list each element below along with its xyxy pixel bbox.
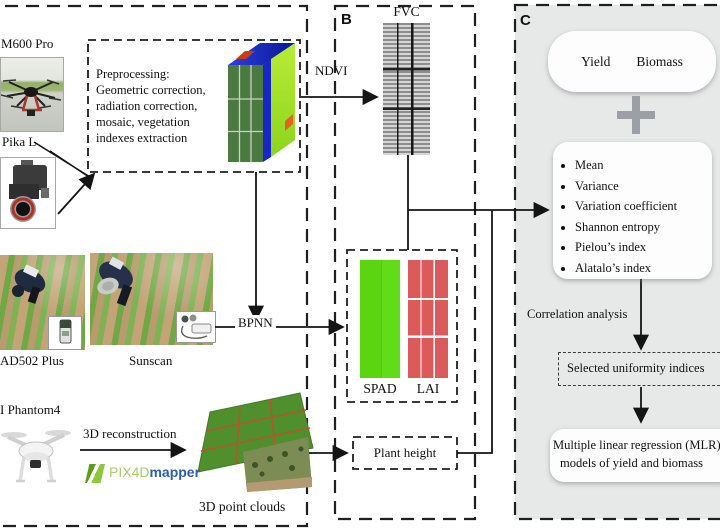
spad-map-image <box>360 260 400 378</box>
preprocessing-line: indexes extraction <box>96 131 188 145</box>
m600-drone-icon <box>1 79 62 116</box>
fvc-label: FVC <box>393 4 420 19</box>
preprocessing-line: Preprocessing: <box>96 67 170 81</box>
yield-biomass-box: Yield Biomass <box>548 31 716 92</box>
phantom-drone-icon <box>1 430 71 483</box>
correlation-label: Correlation analysis <box>527 307 628 321</box>
pika-photo <box>0 157 56 229</box>
m600-label: M600 Pro <box>1 36 54 51</box>
biomass-label: Biomass <box>636 53 683 69</box>
bpnn-label: BPNN <box>235 315 276 331</box>
stat-item: Mean <box>575 155 712 176</box>
pix4d-label-green: PIX4D <box>109 464 150 480</box>
spad-label: SPAD <box>363 381 397 396</box>
selected-indices-box: Selected uniformity indices <box>558 352 720 386</box>
sunscan-label: Sunscan <box>129 353 173 368</box>
phantom-photo <box>0 413 74 513</box>
section-b-label: B <box>341 11 352 28</box>
sunscan-device-icon <box>181 314 212 339</box>
preprocessing-text: Preprocessing: Geometric correction, rad… <box>96 66 206 146</box>
plant-height-label: Plant height <box>373 445 437 460</box>
fvc-image <box>383 23 430 155</box>
stat-item: Alatalo’s index <box>575 258 712 279</box>
reconstruction-label: 3D reconstruction <box>83 426 177 441</box>
stat-item: Pielou’s index <box>575 237 712 258</box>
mlr-box: Multiple linear regression (MLR) models … <box>550 429 720 482</box>
section-c-label: C <box>520 12 531 29</box>
uniformity-stats-list: Mean Variance Variation coefficient Shan… <box>553 142 712 278</box>
m600-photo <box>0 57 64 132</box>
preprocessing-line: mosaic, vegetation <box>96 115 190 129</box>
spad-meter-icon <box>59 319 72 344</box>
preprocessing-line: Geometric correction, <box>96 83 206 97</box>
plus-icon <box>632 96 640 134</box>
ndvi-label: NDVI <box>315 63 348 78</box>
stat-item: Variance <box>575 176 712 197</box>
spad-meter-inset <box>48 316 82 350</box>
point-clouds-label: 3D point clouds <box>199 499 286 514</box>
stat-item: Shannon entropy <box>575 217 712 238</box>
pix4d-label: PIX4Dmapper <box>109 464 200 480</box>
sunscan-inset <box>176 311 216 343</box>
preprocessing-line: radiation correction, <box>96 99 198 113</box>
mlr-line1: Multiple linear regression (MLR) <box>553 438 720 452</box>
pix4d-label-blue: mapper <box>149 464 201 480</box>
lai-map-image <box>408 260 448 378</box>
stat-item: Variation coefficient <box>575 196 712 217</box>
pika-label: Pika L <box>2 134 37 149</box>
yield-label: Yield <box>581 53 611 69</box>
mlr-line2: models of yield and biomass <box>560 455 704 470</box>
pika-camera-icon <box>9 160 49 222</box>
lai-label: LAI <box>416 381 440 396</box>
spad-meter-label: AD502 Plus <box>0 353 64 368</box>
phantom-label: I Phantom4 <box>0 402 61 417</box>
uniformity-stats-box: Mean Variance Variation coefficient Shan… <box>553 142 712 279</box>
